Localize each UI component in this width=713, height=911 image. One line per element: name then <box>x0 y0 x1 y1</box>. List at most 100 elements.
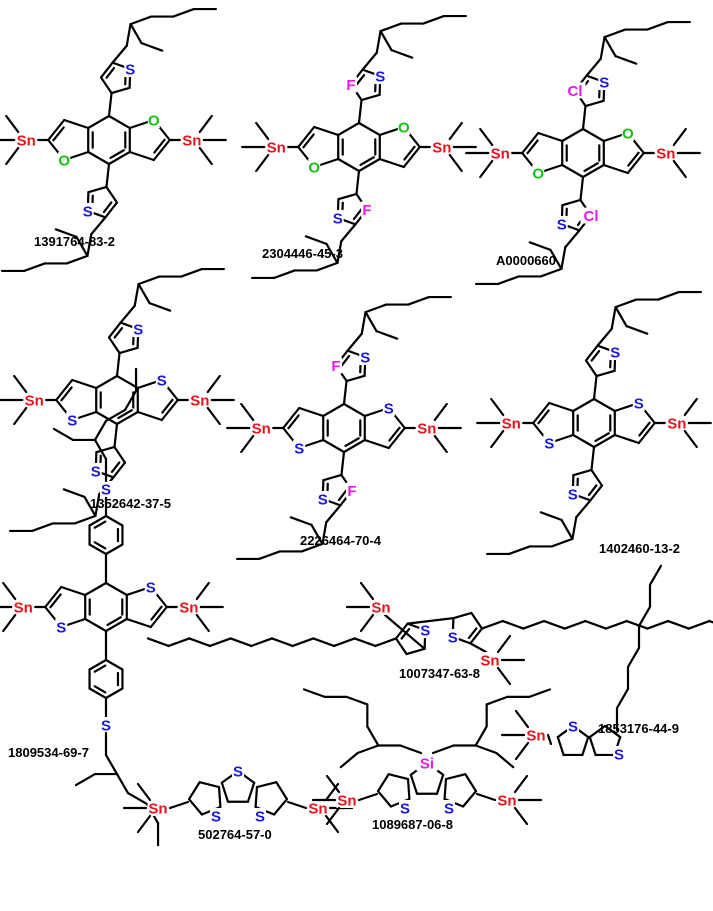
bond <box>107 150 131 166</box>
atom-label-bg <box>580 207 602 224</box>
bond <box>90 216 107 236</box>
bond <box>357 98 363 125</box>
bond <box>584 344 599 362</box>
atom-label-bg <box>370 599 392 615</box>
bond <box>508 545 531 556</box>
atom-label-bg <box>500 415 522 431</box>
bond <box>590 468 604 487</box>
bond <box>137 275 161 286</box>
atom-label-bg <box>316 490 329 507</box>
bond <box>104 687 124 700</box>
bond <box>297 125 316 149</box>
thiophene-sulfur: S <box>333 210 343 227</box>
bond <box>99 61 114 79</box>
thioether-sulfur: S <box>101 482 111 499</box>
atom-label-bg <box>100 481 112 497</box>
bond <box>240 434 255 454</box>
bond <box>110 86 131 95</box>
bond <box>337 192 358 201</box>
bond <box>2 581 17 601</box>
atom-label-bg <box>360 201 373 218</box>
double-bond <box>113 326 124 339</box>
bond <box>229 637 253 648</box>
bond <box>571 516 578 540</box>
bond <box>60 585 87 597</box>
bond <box>539 511 563 521</box>
tin-atom: Sn <box>182 133 201 150</box>
bond <box>325 806 341 826</box>
heteroatom-o: O <box>148 113 160 130</box>
thiophene-sulfur: S <box>133 322 143 339</box>
bond <box>603 36 617 58</box>
bond <box>220 781 230 803</box>
atom-label-bg <box>132 321 145 338</box>
bond <box>406 777 411 801</box>
tin-atom: Sn <box>656 146 675 163</box>
bond <box>31 522 54 533</box>
bond <box>485 695 509 706</box>
bond <box>572 433 596 449</box>
double-bond <box>93 685 107 694</box>
atom-label-bg <box>181 132 203 148</box>
bond <box>195 581 210 601</box>
bond <box>646 20 669 31</box>
thiophene-sulfur: S <box>318 491 328 508</box>
atom-label-bg <box>345 76 358 93</box>
bond <box>435 773 445 795</box>
bond <box>54 228 78 238</box>
bond <box>304 235 328 245</box>
bond <box>13 406 28 426</box>
bond <box>637 421 656 445</box>
bond <box>342 379 348 406</box>
bond <box>589 484 604 502</box>
cas-label-c8: 502764-57-0 <box>198 827 272 842</box>
bond <box>313 125 340 137</box>
atom-label-bg <box>254 808 266 824</box>
bond <box>337 121 361 137</box>
atom-label-bg <box>308 159 321 175</box>
bond <box>452 611 473 620</box>
bond <box>474 744 498 755</box>
atom-label-bg <box>655 145 677 161</box>
atom-label-bg <box>81 202 94 219</box>
bond <box>140 42 164 52</box>
bond <box>208 637 232 648</box>
bond <box>345 374 366 383</box>
bond <box>475 792 497 802</box>
double-bond <box>102 201 113 214</box>
bond <box>379 22 403 33</box>
bond <box>342 438 366 454</box>
bond <box>167 637 191 648</box>
bond <box>479 159 494 179</box>
bond <box>325 774 341 794</box>
atom-label-bg <box>632 395 645 411</box>
bond <box>683 397 698 417</box>
bond <box>528 241 552 251</box>
thiophene-sulfur: S <box>233 764 243 781</box>
double-bond <box>537 409 550 425</box>
cas-label-c7: 1809534-69-7 <box>8 745 89 760</box>
double-bond <box>526 139 539 155</box>
atom-label-bg <box>489 145 511 161</box>
tin-atom: Sn <box>667 416 686 433</box>
bond <box>198 114 213 134</box>
bond <box>387 773 410 781</box>
bond <box>366 725 380 747</box>
atom-label-bg <box>397 119 410 135</box>
bond <box>73 514 97 525</box>
cas-label-c3: A0000660 <box>496 253 556 268</box>
bond <box>550 537 574 548</box>
bond <box>363 438 390 450</box>
bond <box>615 687 630 710</box>
tin-atom: Sn <box>526 728 545 745</box>
bond <box>383 613 426 650</box>
bond <box>63 118 90 130</box>
bond <box>592 433 616 449</box>
bond <box>490 429 505 449</box>
bond <box>433 434 448 454</box>
bond <box>672 127 687 147</box>
bond <box>637 605 652 627</box>
bond <box>406 617 455 625</box>
bond <box>113 445 127 464</box>
